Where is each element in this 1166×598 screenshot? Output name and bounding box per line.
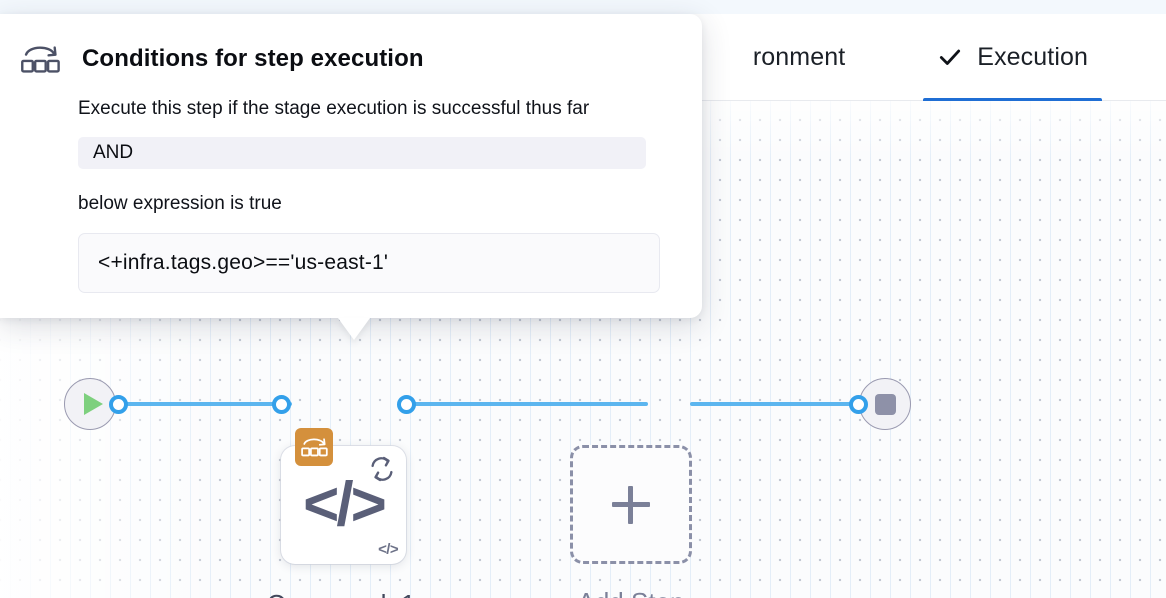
plus-icon <box>612 485 650 524</box>
step-node-label: Command_1 <box>200 589 482 598</box>
popover-header: Conditions for step execution <box>18 40 664 78</box>
popover-description: Execute this step if the stage execution… <box>78 98 590 119</box>
tab-environment-label: ronment <box>752 42 846 71</box>
step-node-command-1[interactable]: </> </> <box>281 428 406 564</box>
play-icon <box>83 393 103 415</box>
expression-value: <+infra.tags.geo>=='us-east-1' <box>98 250 389 274</box>
edge-command-to-addstep <box>398 402 648 406</box>
code-icon-mini: </> <box>378 541 398 558</box>
code-icon: </> <box>303 470 387 539</box>
condition-operator-field[interactable]: AND <box>78 136 646 169</box>
shell-script-command-icon <box>18 40 62 78</box>
connector-dot-start-out[interactable] <box>109 395 128 414</box>
canvas-top-strip <box>0 0 1166 14</box>
step-conditions-popover: Conditions for step execution Execute th… <box>0 14 702 318</box>
connector-dot-end-in[interactable] <box>849 395 868 414</box>
stop-icon <box>874 393 896 415</box>
tab-execution-label: Execution <box>977 42 1088 71</box>
tab-execution[interactable]: Execution <box>921 14 1104 103</box>
popover-tail <box>338 318 370 340</box>
expression-label: below expression is true <box>78 192 282 214</box>
tab-environment[interactable]: ronment <box>737 14 861 101</box>
retry-loop-icon <box>367 454 397 484</box>
edge-addstep-to-end <box>690 402 865 406</box>
edge-start-to-command <box>112 402 292 406</box>
add-step-label: Add Step <box>500 587 762 598</box>
condition-operator-value: AND <box>93 141 134 163</box>
connector-dot-command-in[interactable] <box>272 395 291 414</box>
check-icon <box>937 44 963 70</box>
shell-script-command-icon <box>295 428 333 466</box>
expression-input[interactable]: <+infra.tags.geo>=='us-east-1' <box>78 232 660 293</box>
popover-title: Conditions for step execution <box>82 45 424 72</box>
connector-dot-command-out[interactable] <box>397 395 416 414</box>
pipeline-start-node[interactable] <box>64 378 116 430</box>
add-step-button[interactable] <box>570 445 692 564</box>
